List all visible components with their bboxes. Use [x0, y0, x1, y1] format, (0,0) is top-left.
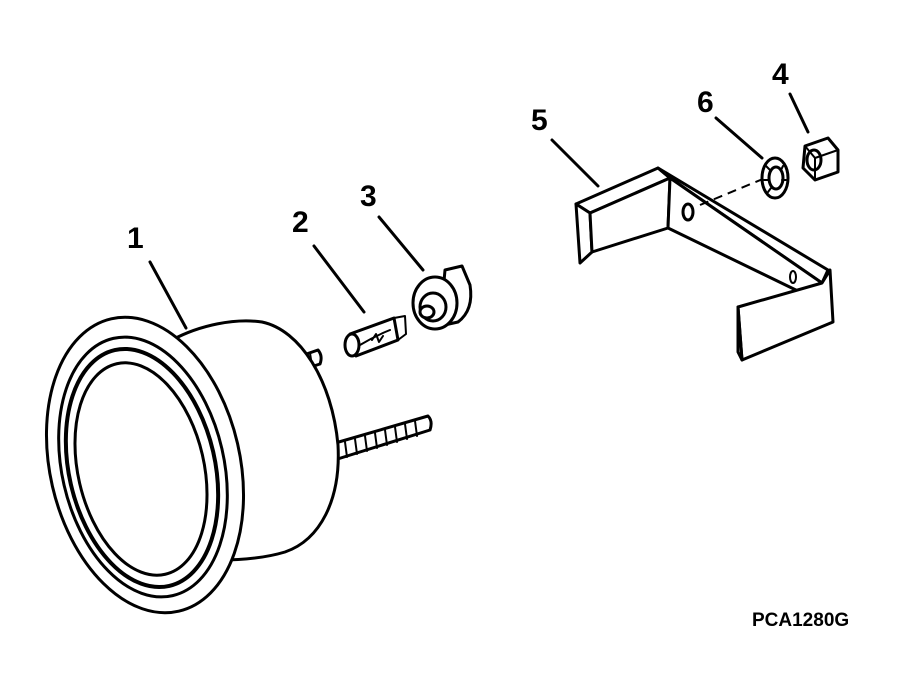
leader-2	[312, 244, 366, 314]
drawing-code: PCA1280G	[752, 610, 849, 631]
gauge-lens	[73, 361, 209, 577]
leader-1	[148, 260, 188, 330]
callout-6: 6	[697, 86, 714, 119]
callout-4: 4	[772, 58, 789, 91]
lamp-socket-icon	[411, 264, 473, 331]
bulb-icon	[343, 315, 407, 358]
leader-lines	[148, 92, 810, 330]
gauge-icon	[44, 315, 433, 615]
gauge-ring	[57, 335, 229, 599]
leader-5	[550, 138, 600, 188]
callout-2: 2	[292, 206, 309, 239]
callout-5: 5	[531, 104, 548, 137]
nut-icon	[801, 136, 840, 182]
callout-1: 1	[127, 222, 144, 255]
leader-4	[788, 92, 810, 134]
gauge-stud-lower	[323, 414, 433, 464]
callout-3: 3	[360, 180, 377, 213]
assembly-line	[699, 175, 771, 206]
bracket-icon	[574, 166, 835, 362]
washer-icon	[760, 156, 790, 200]
leader-3	[377, 215, 425, 272]
leader-6	[714, 116, 764, 160]
